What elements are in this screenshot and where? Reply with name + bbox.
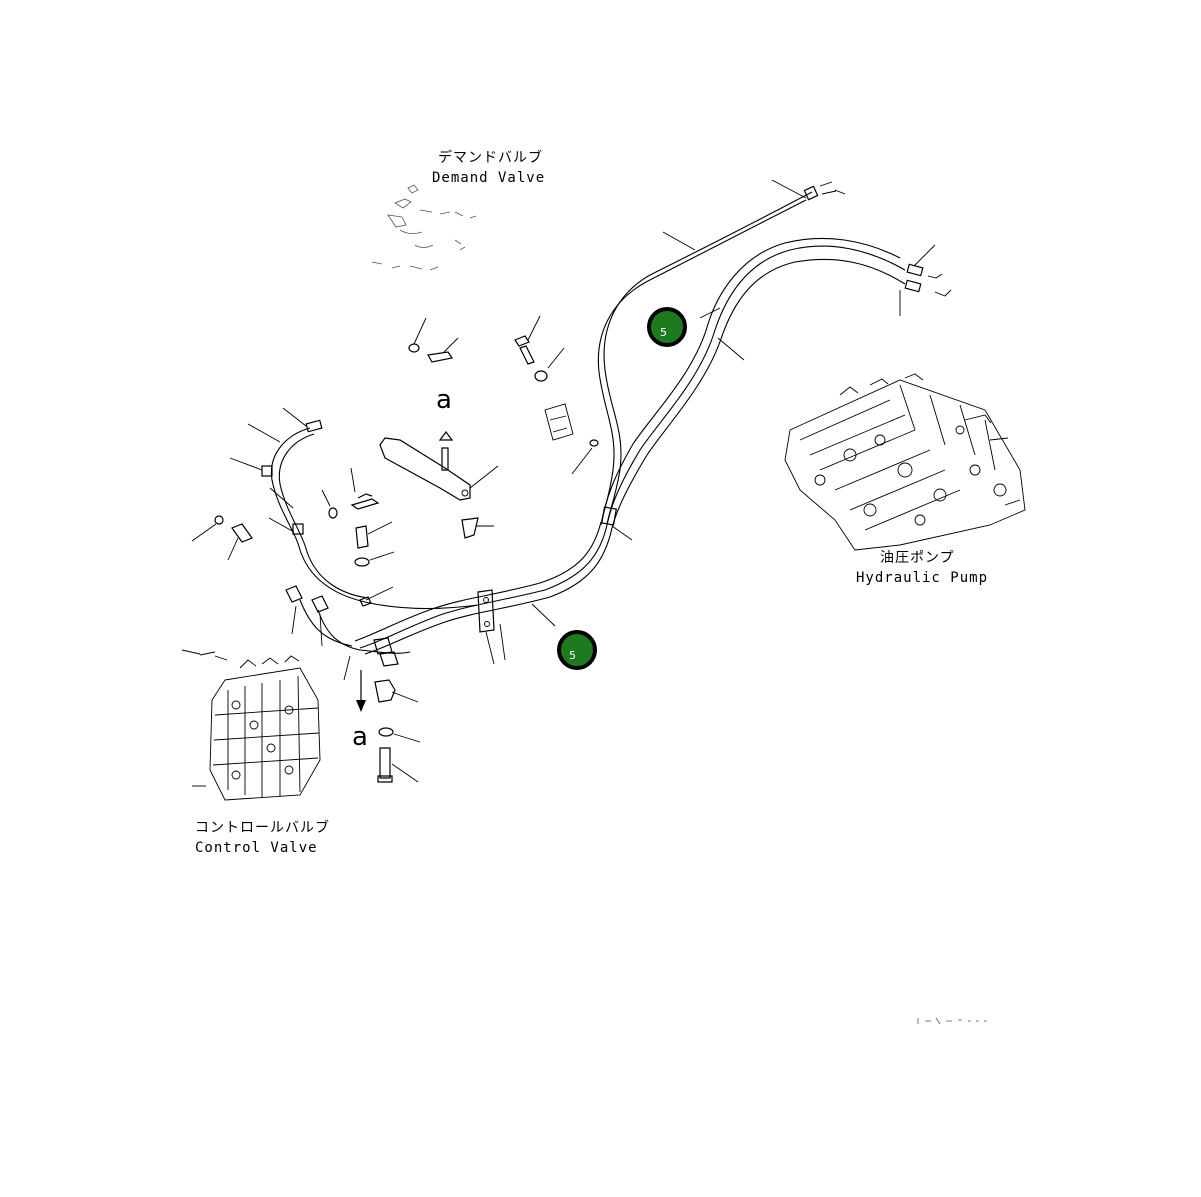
control-valve-label-jp: コントロールバルブ (195, 819, 330, 836)
bracket-assembly (214, 335, 599, 783)
hydraulic-pump-label-en: Hydraulic Pump (856, 570, 988, 586)
view-arrow-head (356, 700, 366, 712)
callout-number-lower: 5 (569, 649, 576, 662)
callout-badge-lower[interactable]: 5 (557, 630, 597, 670)
leader-lines (191, 179, 936, 783)
demand-valve-label-en: Demand Valve (432, 170, 545, 186)
hydraulic-pump-label-jp: 油圧ポンプ (880, 550, 955, 566)
control-valve-drawing (181, 649, 321, 801)
demand-valve-label-jp: デマンドバルブ (438, 149, 543, 166)
view-a-label-top: a (436, 385, 452, 415)
drawing-reference-mark (917, 1017, 987, 1025)
hose-bundle (261, 181, 952, 667)
callout-number-upper: 5 (660, 326, 667, 339)
view-a-label-bottom: a (352, 722, 368, 752)
control-valve-label-en: Control Valve (195, 840, 318, 856)
callout-badge-upper[interactable]: 5 (647, 307, 687, 347)
demand-valve-drawing (371, 184, 477, 271)
hydraulic-pump-drawing (784, 373, 1026, 551)
